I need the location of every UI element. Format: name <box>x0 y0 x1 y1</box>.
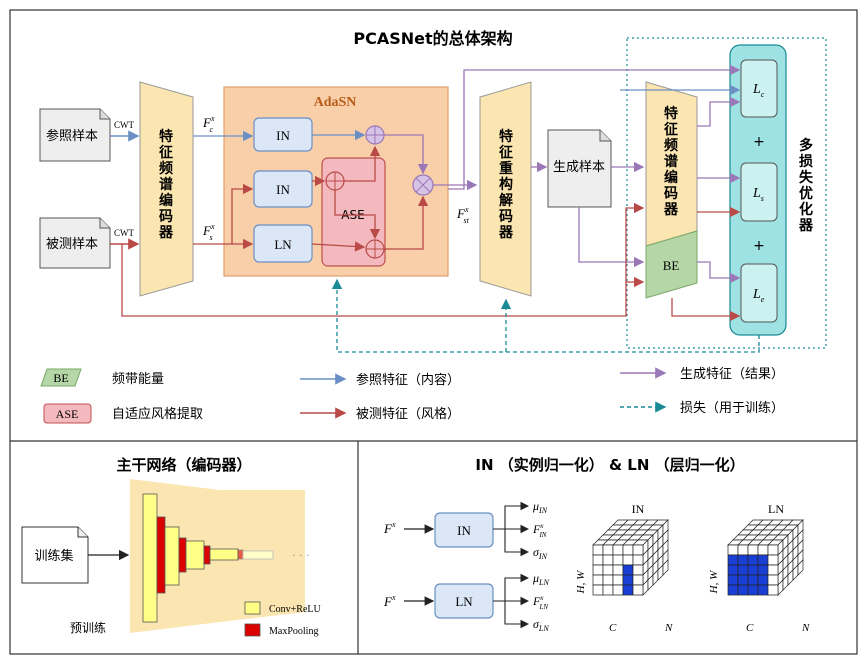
conv-layer-2 <box>164 526 180 586</box>
fx-top-label: Fx <box>383 520 396 536</box>
in-label-top: IN <box>276 128 290 143</box>
cube-in-c-label: C <box>609 622 617 634</box>
legend-pool-swatch <box>244 623 261 637</box>
pool-layer-4 <box>237 549 244 560</box>
sigma-in-label: σIN <box>533 545 548 561</box>
fx-bottom-label: Fx <box>383 593 396 609</box>
test-sample-doc: 被测样本 <box>39 217 111 269</box>
ref-sample-label: 参照样本 <box>46 128 98 144</box>
add-op-top-icon <box>365 125 385 145</box>
loss-content-box <box>740 59 778 118</box>
conv-layer-4 <box>209 548 239 561</box>
ln-label: LN <box>274 237 292 252</box>
cube-ln-n-label: N <box>801 622 810 634</box>
legend-gen-text: 生成特征（结果） <box>680 367 784 382</box>
norm-title: IN （实例归一化） & LN （层归一化） <box>475 456 744 474</box>
generated-sample-doc: 生成样本 <box>547 129 612 208</box>
trainset-label: 训练集 <box>34 548 73 564</box>
legend-conv-swatch <box>244 601 261 615</box>
legend-ase-tag: ASE <box>56 407 79 421</box>
pool-layer-1 <box>156 516 166 594</box>
legend-conv-text: Conv+ReLU <box>269 604 322 615</box>
legend-ref-text: 参照特征（内容） <box>356 372 460 388</box>
outer-frame <box>9 9 858 655</box>
legend-pool-text: MaxPooling <box>269 626 318 637</box>
legend-be-tag: BE <box>53 371 68 385</box>
legend-be-text: 频带能量 <box>112 372 164 387</box>
norm-ln-label: LN <box>455 594 473 609</box>
legend-ase-swatch <box>43 403 92 424</box>
optimizer-label: 多损失优化器 <box>798 137 814 234</box>
cube-ln-hw-label: H, W <box>708 570 720 594</box>
generated-sample-label: 生成样本 <box>553 160 605 175</box>
cube-ln-c-label: C <box>746 622 754 634</box>
add-op-ase-top-icon <box>325 171 345 191</box>
multiply-op-icon <box>412 174 434 196</box>
cube-in-title: IN <box>632 502 645 516</box>
cwt-top-label: CWT <box>114 120 134 130</box>
add-op-ase-bottom-icon <box>365 239 385 259</box>
cwt-bottom-label: CWT <box>114 228 134 238</box>
in-label-bottom: IN <box>276 182 290 197</box>
pretrain-label: 预训练 <box>70 620 106 635</box>
band-energy-block: BE <box>645 230 698 299</box>
feature-reconstruction-decoder: 特征重构解码器 <box>479 81 532 297</box>
loss-content-label: Lc <box>752 82 765 99</box>
loss-energy-label: Le <box>752 287 765 304</box>
cube-in-n-label: N <box>664 622 673 634</box>
legend-loss-text: 损失（用于训练） <box>680 401 784 416</box>
ln-cube <box>727 519 804 596</box>
sigma-ln-label: σLN <box>533 617 549 633</box>
conv-layer-1 <box>142 493 158 623</box>
backbone-title: 主干网络（编码器） <box>116 456 251 474</box>
pool-layer-2 <box>178 537 187 573</box>
plus-2: + <box>753 238 765 254</box>
ln-block <box>253 224 313 263</box>
backbone-dots: · · · <box>292 549 309 562</box>
conv-layer-5 <box>242 550 274 560</box>
norm-in-label: IN <box>457 523 471 538</box>
feature-spectrum-encoder: 特征频谱编码器 <box>139 81 194 297</box>
cube-in-hw-label: H, W <box>575 570 587 594</box>
main-title: PCASNet的总体架构 <box>353 29 512 48</box>
encoder-label: 特征频谱编码器 <box>158 128 174 241</box>
in-block-bottom <box>253 170 313 208</box>
cube-ln-title: LN <box>768 502 784 516</box>
legend-ase-text: 自适应风格提取 <box>112 406 203 422</box>
ref-sample-doc: 参照样本 <box>39 108 111 162</box>
adasn-label: AdaSN <box>314 95 357 110</box>
norm-in-box <box>434 512 494 548</box>
loss-energy-box <box>740 263 778 323</box>
feature-spectrum-encoder-2: 特征频谱编码器 <box>645 81 698 247</box>
mu-in-label: μIN <box>532 499 548 515</box>
trainset-doc: 训练集 <box>21 526 89 584</box>
in-cube <box>592 519 669 596</box>
mu-ln-label: μLN <box>532 571 549 587</box>
test-sample-label: 被测样本 <box>46 237 98 252</box>
plus-1: + <box>753 134 765 150</box>
decoder-label: 特征重构解码器 <box>498 128 514 241</box>
encoder2-label: 特征频谱编码器 <box>663 105 679 218</box>
legend: BE 频带能量 ASE 自适应风格提取 参照特征（内容） 被测特征（风格） 生成… <box>40 367 784 424</box>
be-label: BE <box>663 258 680 273</box>
loss-style-label: Ls <box>752 186 764 203</box>
loss-style-box <box>740 162 778 222</box>
pool-layer-3 <box>203 545 211 565</box>
conv-layer-3 <box>185 540 205 570</box>
legend-test-text: 被测特征（风格） <box>356 406 460 422</box>
legend-be-swatch <box>40 368 82 387</box>
